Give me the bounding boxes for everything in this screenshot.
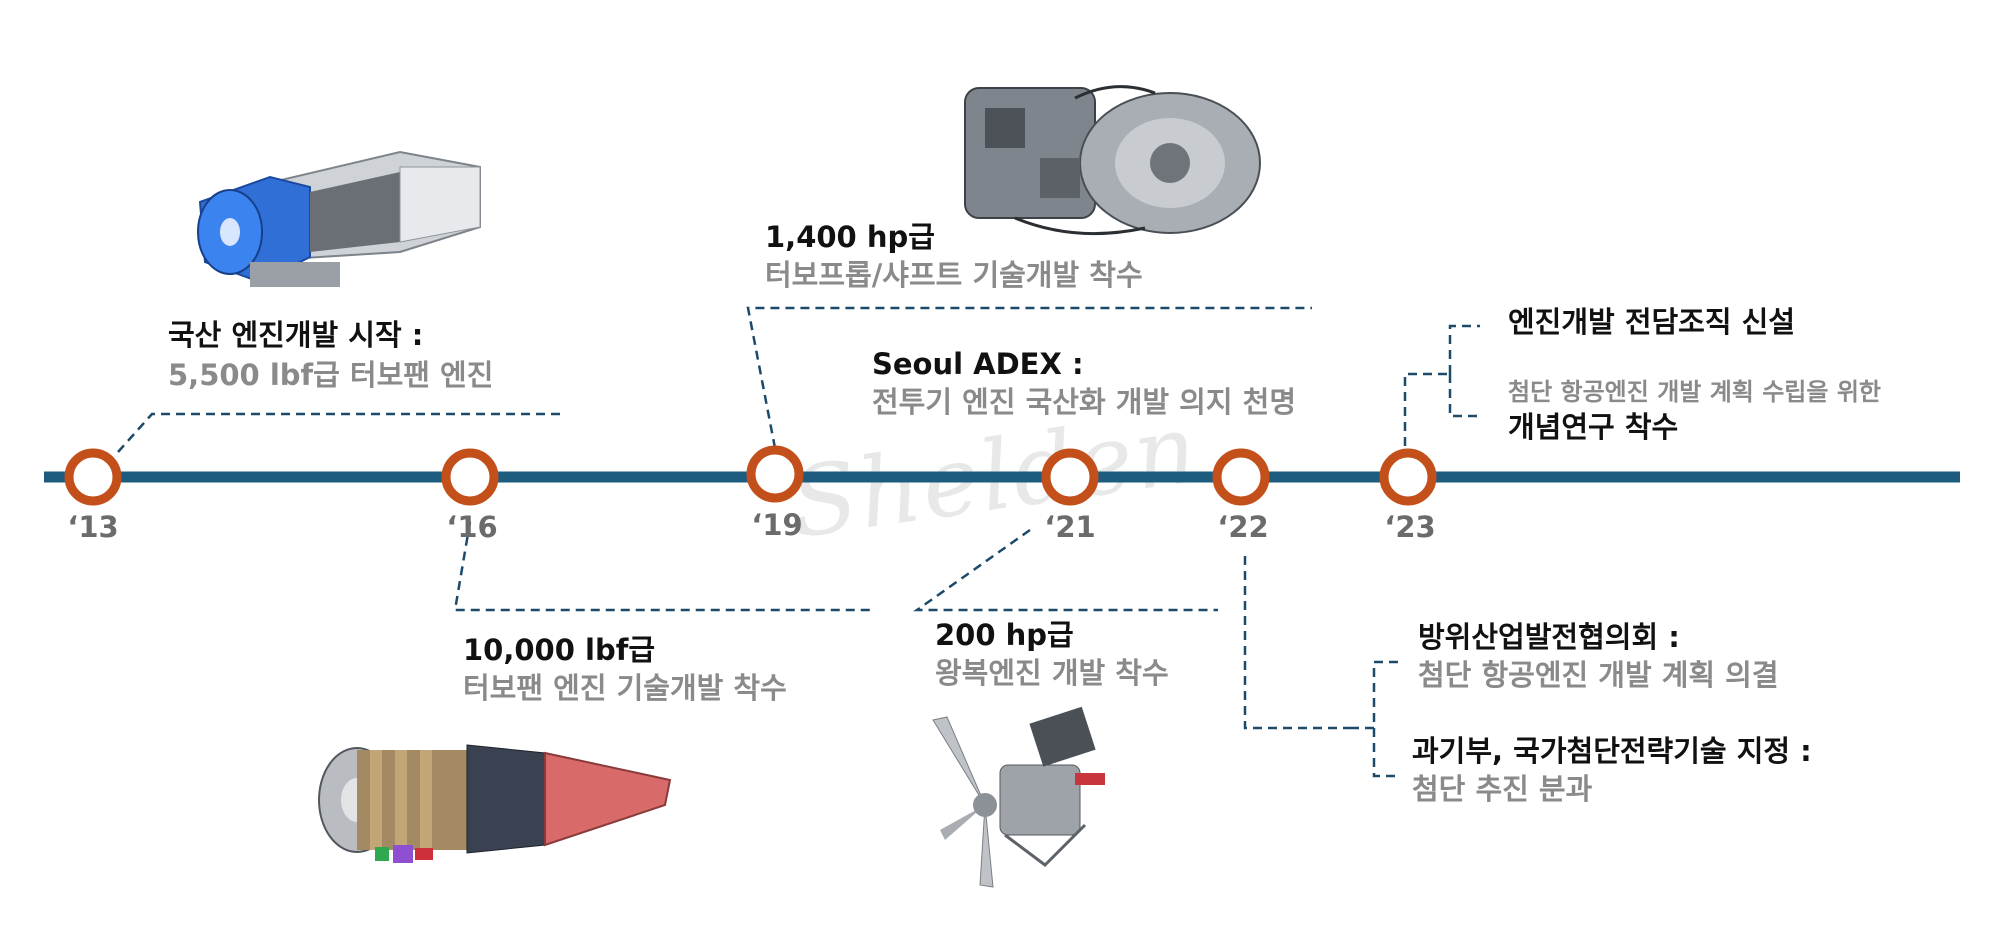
connector-22-down: [1372, 728, 1398, 778]
connector-19: [746, 306, 1312, 449]
connector-23: [1403, 372, 1450, 446]
year-21: ‘21: [1044, 510, 1096, 544]
event-22-sub: 첨단 항공엔진 개발 계획 의결: [1418, 658, 1779, 692]
connector-22-up: [1350, 660, 1398, 730]
connector-16: [453, 521, 870, 612]
year-19: ‘19: [751, 508, 803, 542]
event-13-title: 국산 엔진개발 시작 :: [168, 318, 424, 352]
connector-23-down: [1448, 374, 1480, 418]
event-21-title-2: 200 hp급: [935, 618, 1074, 652]
event-23-sub: 첨단 항공엔진 개발 계획 수립을 위한: [1508, 378, 1881, 406]
marker-13: [64, 448, 122, 506]
marker-19: [746, 445, 804, 503]
event-13-sub: 5,500 lbf급 터보팬 엔진: [168, 358, 494, 392]
marker-22: [1212, 448, 1270, 506]
connector-21: [913, 528, 1218, 612]
connector-23-up: [1448, 324, 1480, 374]
event-21-sub-2: 왕복엔진 개발 착수: [935, 656, 1169, 690]
event-23-title: 엔진개발 전담조직 신설: [1508, 305, 1795, 339]
year-16: ‘16: [446, 510, 498, 544]
event-22-sub-2: 첨단 추진 분과: [1412, 772, 1593, 806]
event-16-title: 10,000 lbf급: [463, 633, 655, 667]
propeller-engine-icon: [932, 706, 1105, 888]
turbofan-engine-model-icon: [318, 744, 672, 863]
year-23: ‘23: [1384, 510, 1436, 544]
event-21-title: Seoul ADEX :: [872, 347, 1084, 381]
event-22-title-2: 과기부, 국가첨단전략기술 지정 :: [1412, 734, 1812, 768]
connector-22: [1243, 556, 1350, 730]
marker-23: [1379, 448, 1437, 506]
marker-16: [441, 448, 499, 506]
event-19-title: 1,400 hp급: [765, 220, 935, 254]
event-21-sub: 전투기 엔진 국산화 개발 의지 천명: [872, 385, 1297, 419]
turbofan-cutaway-engine-icon: [197, 150, 481, 287]
event-19-sub: 터보프롭/샤프트 기술개발 착수: [765, 258, 1143, 292]
connector-13: [117, 412, 565, 453]
event-23-sub-bold: 개념연구 착수: [1508, 410, 1679, 444]
marker-21: [1041, 448, 1099, 506]
event-22-title: 방위산업발전협의회 :: [1418, 620, 1680, 654]
year-22: ‘22: [1217, 510, 1269, 544]
turboprop-engine-icon: [964, 85, 1261, 236]
event-16-sub: 터보팬 엔진 기술개발 착수: [463, 671, 787, 705]
year-13: ‘13: [67, 510, 119, 544]
